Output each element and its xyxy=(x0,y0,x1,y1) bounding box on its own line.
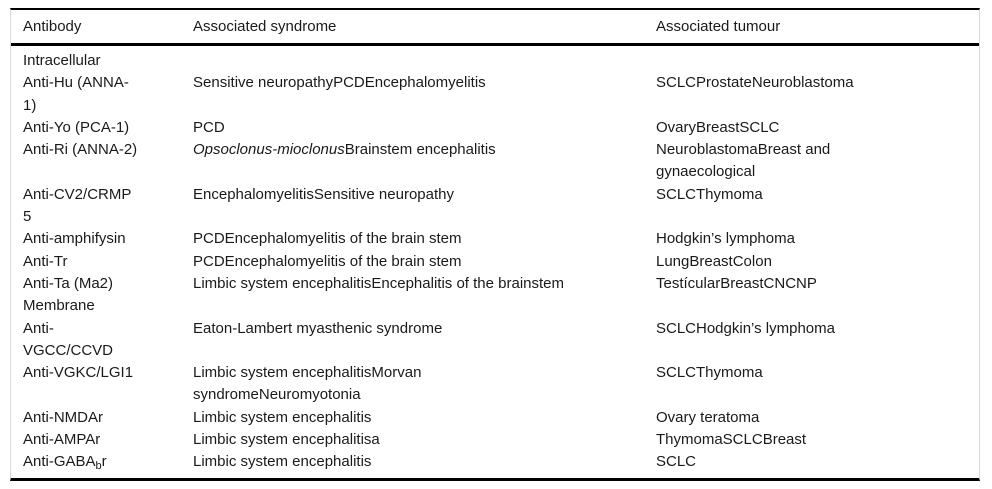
syndrome-cell: PCDEncephalomyelitis of the brain stem xyxy=(193,230,462,248)
tumour-cell: Ovary teratoma xyxy=(656,408,760,426)
col-header-antibody: Antibody xyxy=(23,17,82,35)
table-row: Anti-Yo (PCA-1) PCD OvaryBreastSCLC xyxy=(11,117,979,139)
table-row: Anti-Hu (ANNA- 1) Sensitive neuropathyPC… xyxy=(11,72,979,117)
antibody-cell: Anti-Ri (ANNA-2) xyxy=(23,141,138,159)
antibody-cell: Anti-AMPAr xyxy=(23,431,101,449)
table-row: Anti-VGKC/LGI1 Limbic system encephaliti… xyxy=(11,362,979,407)
table-header-row: Antibody Associated syndrome Associated … xyxy=(11,10,979,46)
syndrome-cell: Sensitive neuropathyPCDEncephalomyelitis xyxy=(193,74,486,92)
tumour-cell xyxy=(656,46,979,72)
col-header-associated-tumour: Associated tumour xyxy=(656,17,781,35)
section-row-intracellular: Intracellular xyxy=(11,46,979,72)
syndrome-cell: Limbic system encephalitis xyxy=(193,408,372,426)
table-row: Anti-NMDAr Limbic system encephalitis Ov… xyxy=(11,407,979,429)
tumour-cell: SCLCThymoma xyxy=(656,364,763,382)
syndrome-cell: Limbic system encephalitisEncephalitis o… xyxy=(193,274,565,292)
section-label: Membrane xyxy=(23,297,95,315)
tumour-cell: LungBreastColon xyxy=(656,252,772,270)
table-row: Anti-Ri (ANNA-2) Opsoclonus-mioclonusBra… xyxy=(11,139,979,184)
antibody-table: Antibody Associated syndrome Associated … xyxy=(10,8,980,481)
syndrome-text: Brainstem encephalitis xyxy=(344,141,496,159)
antibody-subscript: b xyxy=(95,460,102,473)
syndrome-cell: EncephalomyelitisSensitive neuropathy xyxy=(193,185,454,203)
tumour-cell: Hodgkin’s lymphoma xyxy=(656,230,795,248)
section-label: Intracellular xyxy=(23,52,101,69)
tumour-cell xyxy=(656,295,979,317)
antibody-cell: Anti-CV2/CRMP 5 xyxy=(23,185,132,226)
antibody-cell: Anti-Ta (Ma2) xyxy=(23,274,114,292)
syndrome-cell: Limbic system encephalitisa xyxy=(193,431,380,449)
tumour-cell: ThymomaSCLCBreast xyxy=(656,431,807,449)
tumour-cell: SCLC xyxy=(656,453,697,471)
tumour-cell: SCLCHodgkin’s lymphoma xyxy=(656,319,835,337)
antibody-cell: Anti-NMDAr xyxy=(23,408,104,426)
tumour-cell: SCLCProstateNeuroblastoma xyxy=(656,74,854,92)
table-row: Anti-GABAbr Limbic system encephalitis S… xyxy=(11,451,979,477)
syndrome-cell: Opsoclonus-mioclonusBrainstem encephalit… xyxy=(193,139,656,184)
antibody-cell: Anti-Tr xyxy=(23,252,68,270)
antibody-cell: Anti-Yo (PCA-1) xyxy=(23,118,130,136)
table-row: Anti-AMPAr Limbic system encephalitisa T… xyxy=(11,429,979,451)
tumour-cell: TestícularBreastCNCNP xyxy=(656,274,817,292)
syndrome-cell xyxy=(193,295,656,317)
antibody-cell: Anti-amphifysin xyxy=(23,230,126,248)
syndrome-italic-text: Opsoclonus-mioclonus xyxy=(193,141,345,159)
syndrome-cell: Limbic system encephalitis xyxy=(193,453,372,471)
syndrome-cell: PCD xyxy=(193,118,225,136)
table-row: Anti-amphifysin PCDEncephalomyelitis of … xyxy=(11,228,979,250)
syndrome-cell: PCDEncephalomyelitis of the brain stem xyxy=(193,252,462,270)
antibody-cell: Anti-GABAbr xyxy=(11,451,193,477)
antibody-cell: Anti-VGKC/LGI1 xyxy=(23,364,134,382)
table-row: Anti-Tr PCDEncephalomyelitis of the brai… xyxy=(11,251,979,273)
syndrome-cell: Eaton-Lambert myasthenic syndrome xyxy=(193,319,443,337)
antibody-cell: Anti- VGCC/CCVD xyxy=(23,319,114,359)
antibody-cell: Anti-Hu (ANNA- 1) xyxy=(23,74,129,114)
syndrome-cell: Limbic system encephalitisMorvan syndrom… xyxy=(193,364,422,404)
table-row: Anti-CV2/CRMP 5 EncephalomyelitisSensiti… xyxy=(11,184,979,229)
table-row: Anti- VGCC/CCVD Eaton-Lambert myasthenic… xyxy=(11,318,979,363)
antibody-text-suffix: r xyxy=(101,453,107,471)
syndrome-cell xyxy=(193,46,656,72)
section-row-membrane: Membrane xyxy=(11,295,979,317)
tumour-cell: NeuroblastomaBreast and gynaecological xyxy=(656,141,831,181)
tumour-cell: SCLCThymoma xyxy=(656,185,763,203)
tumour-cell: OvaryBreastSCLC xyxy=(656,118,780,136)
antibody-text: Anti-GABA xyxy=(23,453,96,471)
col-header-associated-syndrome: Associated syndrome xyxy=(193,17,337,35)
table-row: Anti-Ta (Ma2) Limbic system encephalitis… xyxy=(11,273,979,295)
